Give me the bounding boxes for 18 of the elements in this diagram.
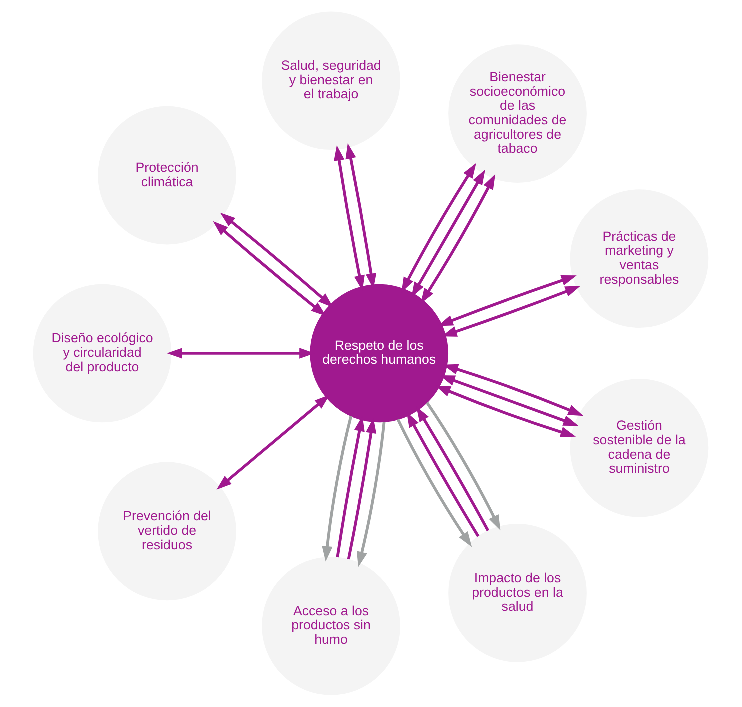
arrow [322, 416, 353, 562]
node-circle: Salud, seguridad y bienestar en el trabajo [262, 12, 400, 150]
arrow [220, 212, 334, 308]
node-circle: Prácticas de marketing y ventas responsables [570, 190, 709, 328]
node-circle: Impacto de los productos en la salud [448, 524, 587, 662]
arrow [216, 394, 330, 490]
arrow [213, 221, 326, 316]
arrow [426, 402, 501, 531]
arrow [416, 406, 490, 532]
node-circle: Acceso a los productos sin humo [262, 556, 400, 696]
arrow [406, 412, 480, 538]
node-circle: Gestión sostenible de la cadena de suministro [570, 379, 709, 518]
arrow [420, 174, 496, 304]
node-circle: Diseño ecológico y circularidad del producto [33, 284, 172, 423]
node-circle: Bienestar socioeconómico de las comunidades de agricultores de tabaco [448, 44, 587, 183]
arrow [396, 419, 472, 548]
arrow [356, 422, 386, 568]
node-circle: Prevención del vertido de residuos [98, 462, 236, 601]
